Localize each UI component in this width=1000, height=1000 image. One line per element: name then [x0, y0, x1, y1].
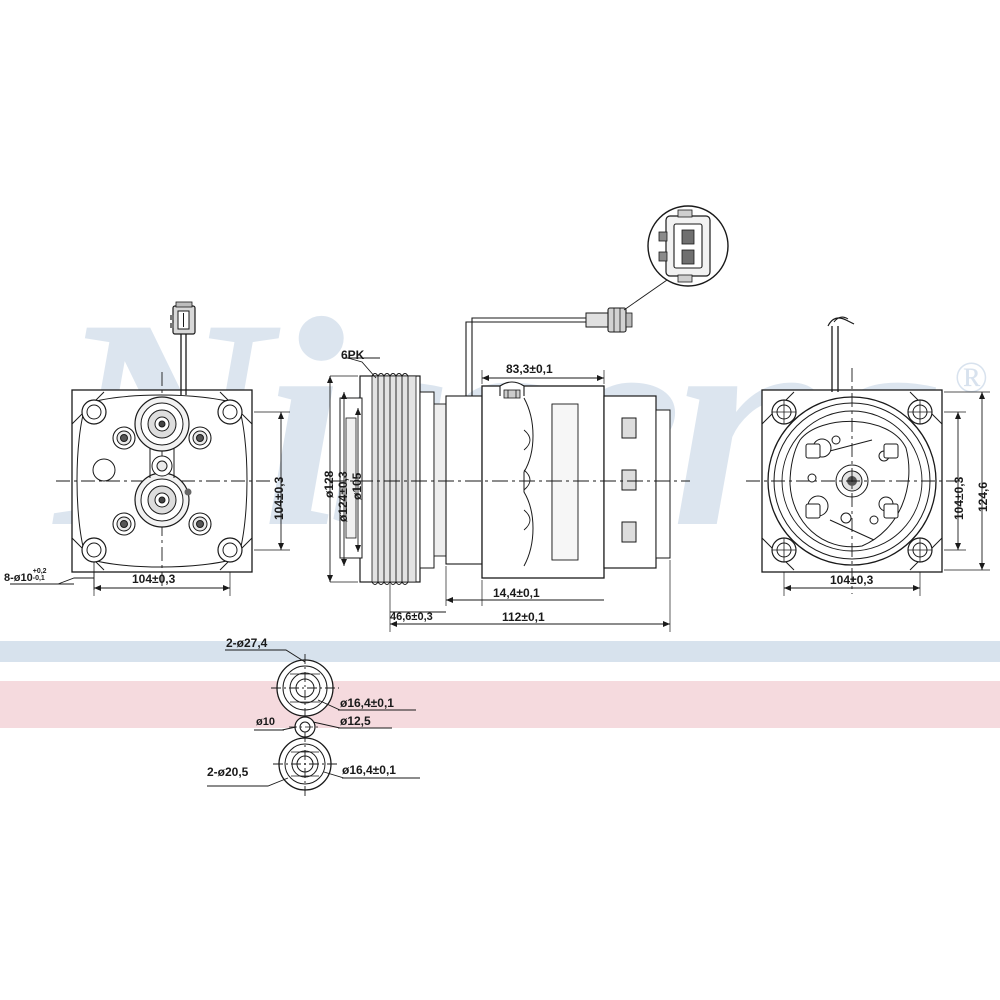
dim-lower-port-bore: ø16,4±0,1	[342, 763, 396, 777]
dim-front-bolt-holes: 8-ø10+0,2-0,1	[4, 568, 47, 584]
dim-clutch-offset: 46,6±0,3	[390, 611, 433, 623]
dim-total-length: 112±0,1	[502, 610, 545, 624]
dim-upper-port-boss: 2-ø27,4	[226, 636, 268, 650]
dim-front-height: 104±0,3	[272, 476, 286, 520]
dim-rear-height: 104±0,3	[952, 476, 966, 520]
dim-front-width: 104±0,3	[132, 572, 176, 586]
dim-clutch-gap: 14,4±0,1	[493, 586, 540, 600]
dim-pulley-inner-diameter: ø105	[350, 472, 364, 500]
dim-lower-port-boss: 2-ø20,5	[207, 765, 249, 779]
dim-rear-width: 104±0,3	[830, 573, 874, 587]
dim-body-length: 83,3±0,1	[506, 362, 553, 376]
dim-belt-profile: 6PK	[341, 348, 365, 362]
rear-view-group	[746, 316, 990, 596]
dim-center-bore: ø12,5	[340, 714, 371, 728]
side-section-view-group	[327, 263, 691, 632]
dim-upper-port-bore: ø16,4±0,1	[340, 696, 394, 710]
dim-pin-diameter: ø10	[256, 716, 275, 728]
dim-pulley-mid-diameter: ø124±0,3	[336, 471, 350, 522]
port-detail-group	[207, 649, 420, 796]
dim-pulley-outer-diameter: ø128	[322, 470, 336, 498]
front-view-group	[10, 301, 290, 596]
connector-detail-group	[647, 205, 729, 287]
dim-rear-overall: 124,6	[976, 481, 990, 512]
